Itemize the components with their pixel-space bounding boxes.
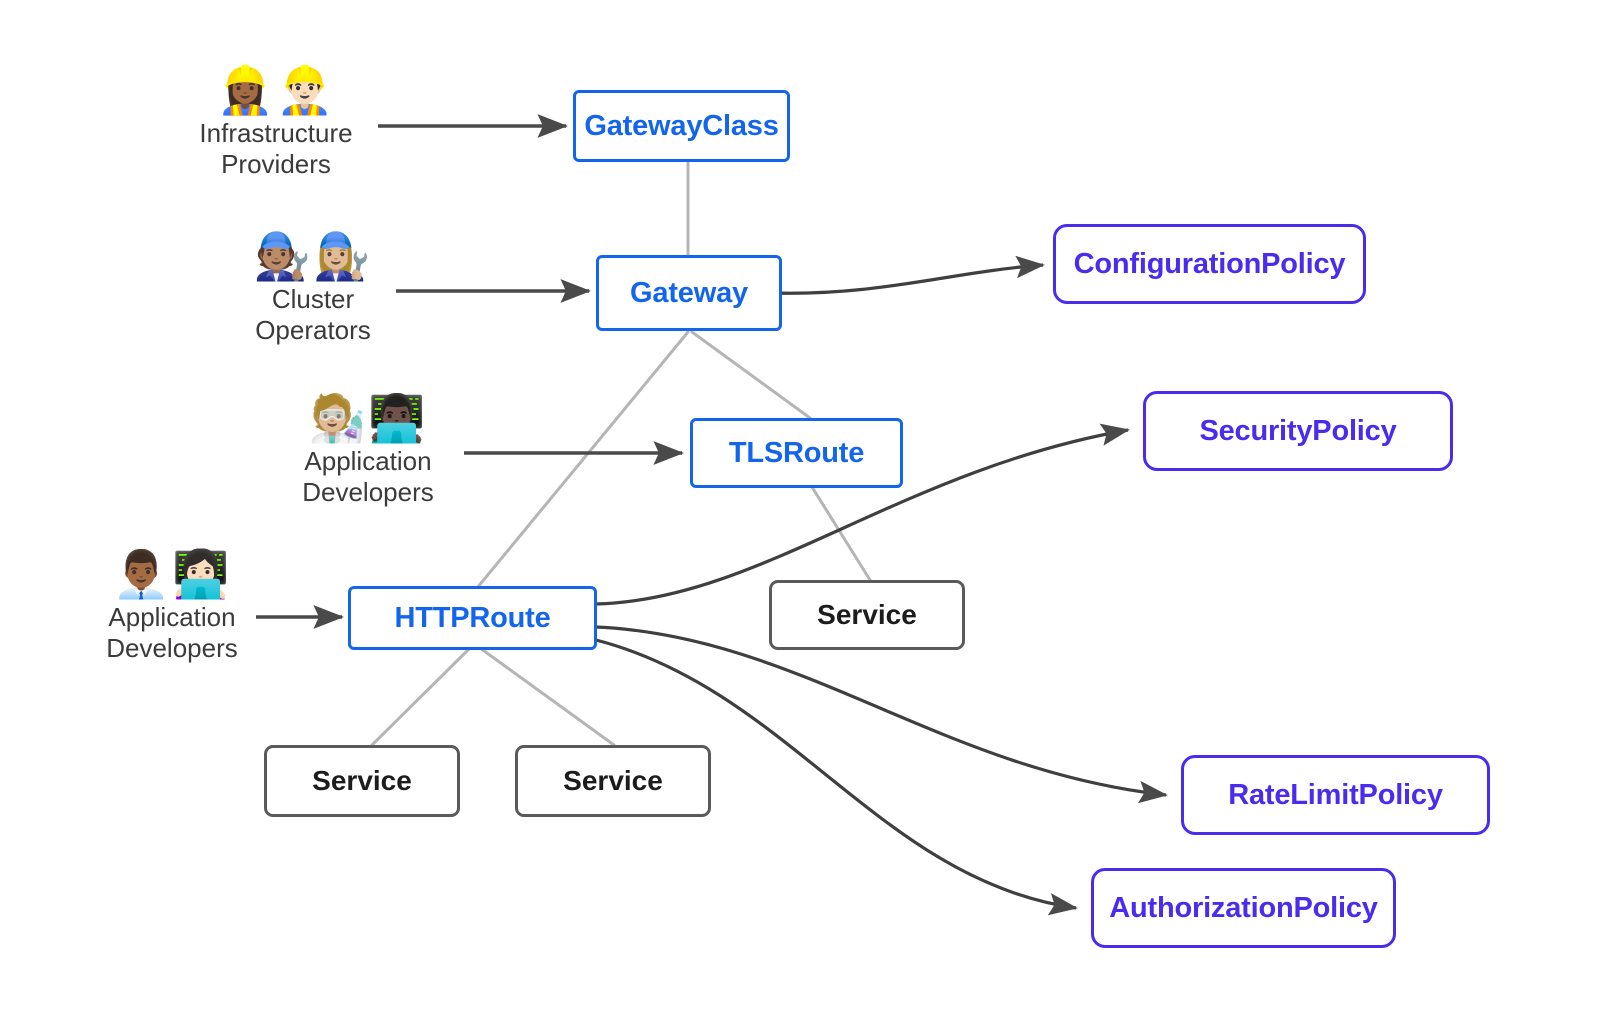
edge-httproute-service-right	[478, 646, 616, 747]
node-tlsroute[interactable]: TLSRoute	[690, 418, 903, 488]
node-ratelimitpolicy[interactable]: RateLimitPolicy	[1181, 755, 1490, 835]
node-service-http-left[interactable]: Service	[264, 745, 460, 817]
actor-infrastructure-providers: 👷🏾‍♀️👷🏻‍♂️ Infrastructure Providers	[196, 66, 356, 180]
node-gateway[interactable]: Gateway	[596, 255, 782, 331]
node-gatewayclass-label: GatewayClass	[584, 109, 779, 142]
construction-worker-pair-icon: 👷🏾‍♀️👷🏻‍♂️	[216, 63, 336, 117]
node-service-http-right[interactable]: Service	[515, 745, 711, 817]
scientist-technologist-pair-icon: 🧑🏼‍🔬👨🏿‍💻	[308, 391, 428, 445]
node-service-http-left-label: Service	[312, 765, 412, 796]
actor-infrastructure-providers-label: Infrastructure Providers	[199, 118, 353, 179]
edge-gateway-configurationpolicy	[771, 255, 1045, 295]
node-ratelimitpolicy-label: RateLimitPolicy	[1228, 778, 1443, 811]
edge-gateway-tlsroute	[690, 330, 812, 420]
node-service-tls-label: Service	[817, 599, 917, 630]
node-httproute[interactable]: HTTPRoute	[348, 586, 597, 650]
edge-httproute-service-left	[370, 646, 472, 747]
actor-application-developers-http: 👨🏾‍💼👩🏻‍💻 Application Developers	[91, 550, 253, 664]
node-configurationpolicy-label: ConfigurationPolicy	[1073, 247, 1346, 280]
node-securitypolicy-label: SecurityPolicy	[1199, 414, 1397, 447]
node-httproute-label: HTTPRoute	[394, 601, 551, 634]
node-authorizationpolicy[interactable]: AuthorizationPolicy	[1091, 868, 1396, 948]
actor-application-developers-tls-label: Application Developers	[302, 446, 434, 507]
node-authorizationpolicy-label: AuthorizationPolicy	[1109, 891, 1378, 924]
node-gatewayclass[interactable]: GatewayClass	[573, 90, 790, 162]
actor-application-developers-http-label: Application Developers	[106, 602, 238, 663]
node-gateway-label: Gateway	[630, 276, 748, 309]
edge-gateway-httproute	[475, 330, 690, 590]
actor-application-developers-tls: 🧑🏼‍🔬👨🏿‍💻 Application Developers	[287, 394, 449, 508]
node-configurationpolicy[interactable]: ConfigurationPolicy	[1053, 224, 1366, 304]
actor-cluster-operators: 🧑🏽‍🔧👩🏼‍🔧 Cluster Operators	[233, 232, 393, 346]
node-service-tls[interactable]: Service	[769, 580, 965, 650]
mechanic-pair-icon: 🧑🏽‍🔧👩🏼‍🔧	[253, 229, 373, 283]
office-worker-technologist-pair-icon: 👨🏾‍💼👩🏻‍💻	[112, 547, 232, 601]
node-securitypolicy[interactable]: SecurityPolicy	[1143, 391, 1453, 471]
actor-cluster-operators-label: Cluster Operators	[255, 284, 371, 345]
node-service-http-right-label: Service	[563, 765, 663, 796]
node-tlsroute-label: TLSRoute	[728, 436, 865, 469]
edge-tlsroute-service	[810, 485, 872, 582]
